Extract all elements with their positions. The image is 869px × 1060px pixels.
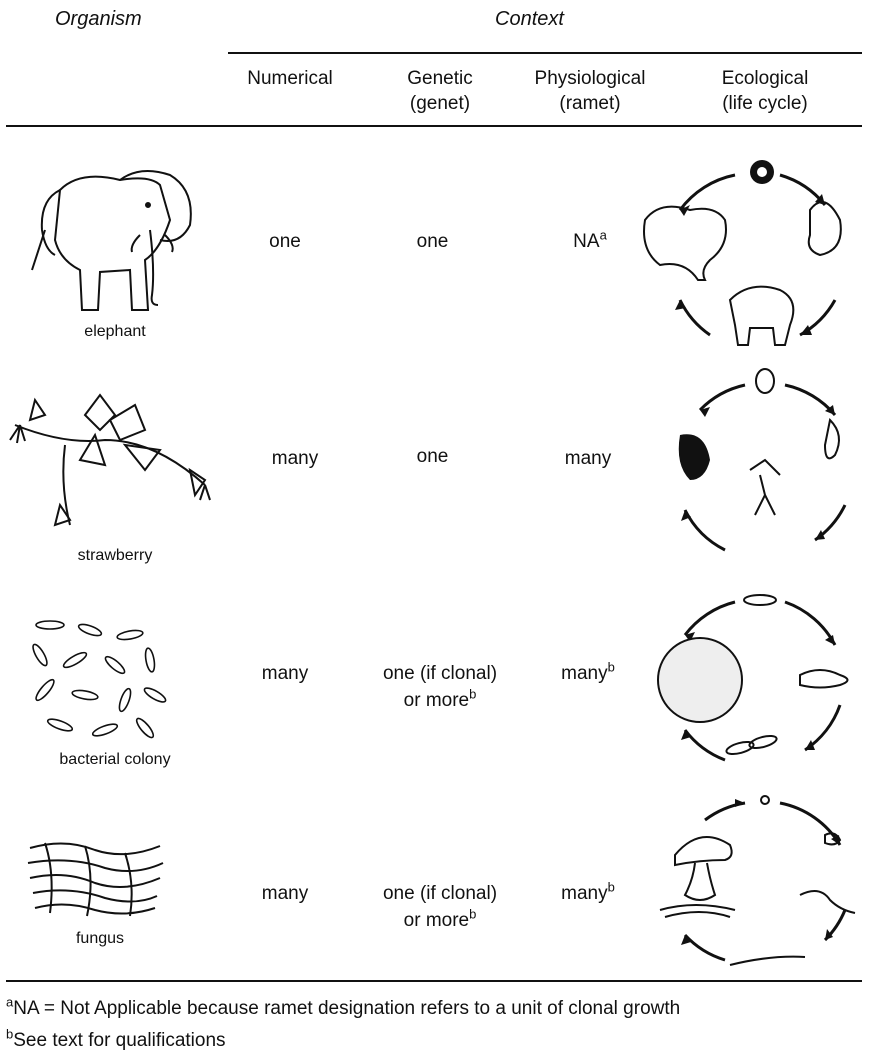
- organism-label: elephant: [84, 323, 146, 340]
- organism-label: fungus: [75, 930, 125, 947]
- fungus-life-cycle-diagram: [659, 795, 856, 966]
- strawberry-life-cycle-diagram: [678, 368, 847, 552]
- footnote-a: aNA = Not Applicable because ramet desig…: [6, 994, 681, 1019]
- context-header: Context: [495, 8, 564, 30]
- cell-numerical: many: [271, 448, 319, 469]
- organism-label: strawberry: [77, 547, 153, 564]
- cell-numerical: one: [269, 231, 301, 252]
- col-header-numerical: Numerical: [247, 68, 333, 89]
- organism-header: Organism: [55, 8, 142, 30]
- col-header-genetic: Genetic(genet): [407, 68, 473, 114]
- col-header-ecological: Ecological(life cycle): [721, 68, 809, 114]
- cell-genetic: one: [416, 446, 449, 467]
- header-rule: [6, 125, 862, 127]
- cell-physiological: manyb: [561, 659, 615, 684]
- cell-physiological: manyb: [561, 879, 615, 904]
- bottom-rule: [6, 980, 862, 982]
- cell-genetic: one (if clonal) or moreb: [382, 883, 498, 931]
- context-rule: [228, 52, 862, 54]
- fungus-illustration: [27, 842, 164, 917]
- bacterial-colony-illustration: [32, 620, 167, 739]
- bacteria-life-cycle-diagram: [657, 594, 849, 762]
- col-header-physiological: Physiological(ramet): [534, 68, 646, 114]
- elephant-illustration: [31, 170, 192, 311]
- cell-physiological: many: [564, 448, 612, 469]
- cell-physiological: NAa: [573, 227, 607, 252]
- strawberry-illustration: [9, 393, 211, 527]
- cell-numerical: many: [261, 663, 309, 684]
- footnote-b: bSee text for qualifications: [6, 1026, 226, 1051]
- cell-numerical: many: [261, 883, 309, 904]
- cell-genetic: one (if clonal) or moreb: [382, 663, 498, 711]
- organism-label: bacterial colony: [59, 751, 171, 768]
- cell-genetic: one: [416, 231, 449, 252]
- elephant-life-cycle-diagram: [643, 160, 842, 346]
